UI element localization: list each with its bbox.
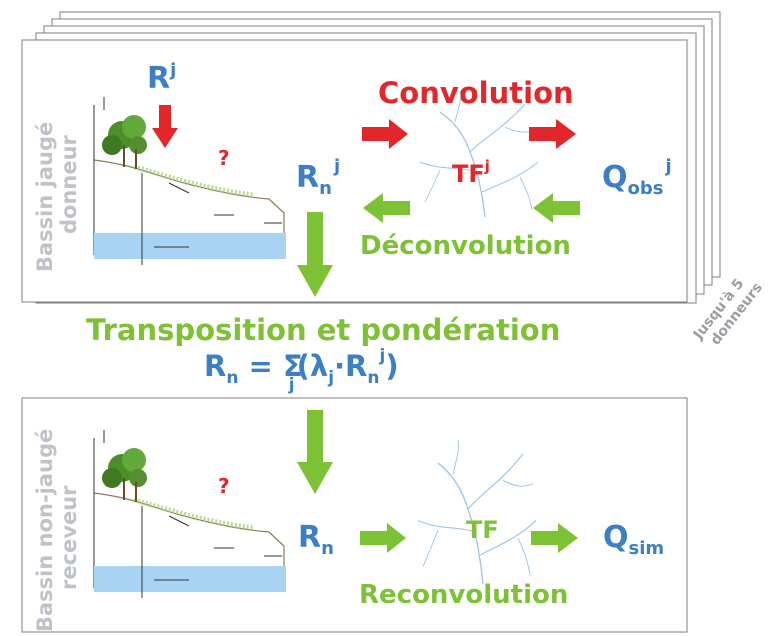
top-rn-label: Rnj — [296, 156, 340, 199]
qsim-label: Qsim — [603, 520, 664, 559]
transposition-arrow-top — [297, 212, 333, 297]
bottom-side-label-line1: Bassin non-jaugé — [33, 429, 57, 632]
deconvolution-label: Déconvolution — [360, 231, 571, 261]
transposition-label: Transposition et pondération — [86, 313, 560, 347]
bottom-side-label: Bassin non-jaugé receveur — [33, 429, 81, 632]
svg-text:Rn = Σj(λj·Rnj): Rn = Σj(λj·Rnj) — [204, 346, 399, 395]
bottom-tf-label: TF — [466, 516, 499, 544]
top-panel — [21, 39, 688, 303]
top-side-label-line2: donneur — [57, 134, 81, 234]
convolution-arrow-left — [362, 119, 408, 149]
convolution-arrow-right — [529, 119, 576, 149]
top-side-label: Bassin jaugé donneur — [33, 122, 81, 272]
bottom-side-label-line2: receveur — [57, 485, 81, 590]
top-tf-label: TFj — [452, 157, 490, 188]
deconvolution-arrow-right — [533, 193, 580, 223]
transposition-arrow-bottom — [297, 410, 333, 494]
bottom-panel — [21, 397, 688, 633]
svg-text:Rj: Rj — [147, 60, 176, 96]
qobs-label: Qobsj — [602, 156, 672, 199]
top-question-mark: ? — [218, 146, 230, 170]
bottom-rn-label: Rn — [298, 520, 334, 559]
reconvolution-arrow-left — [360, 523, 406, 553]
top-side-label-line1: Bassin jaugé — [33, 122, 57, 272]
rain-arrow — [152, 105, 178, 148]
reconvolution-arrow-right — [531, 523, 578, 553]
top-rain-label: Rj — [147, 60, 176, 96]
reconvolution-label: Reconvolution — [359, 580, 568, 610]
bottom-question-mark: ? — [218, 474, 230, 498]
deconvolution-arrow-left — [363, 193, 410, 223]
convolution-label: Convolution — [378, 76, 574, 110]
rain-symbol: R — [147, 61, 170, 96]
rain-sup: j — [169, 60, 176, 81]
